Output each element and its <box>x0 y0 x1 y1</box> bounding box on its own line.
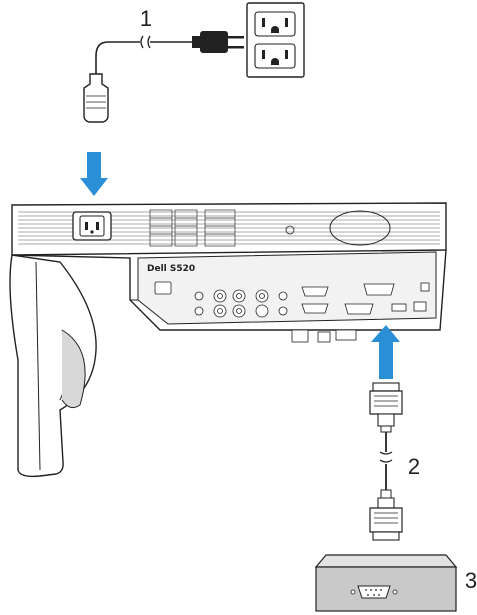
projector-model-label: Dell S520 <box>147 264 195 274</box>
projector: Dell S520 <box>9 202 447 478</box>
up-arrow-icon <box>371 325 400 379</box>
power-plug-icon <box>192 31 244 53</box>
callout-2: 2 <box>408 454 420 479</box>
power-inlet <box>72 211 112 241</box>
callout-3: 3 <box>465 568 477 593</box>
computer-box-icon: 3 <box>314 554 477 612</box>
wall-outlet-icon <box>246 2 305 78</box>
power-cord: 1 <box>83 6 244 123</box>
down-arrow-icon <box>80 152 108 196</box>
callout-1: 1 <box>140 6 152 31</box>
connector-panel: Dell S520 <box>137 251 437 343</box>
vga-cable: 2 <box>369 382 420 541</box>
